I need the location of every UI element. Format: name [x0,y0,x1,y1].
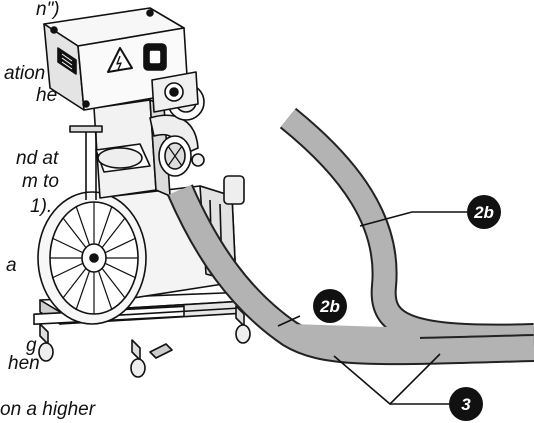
text-fragment: on a higher [0,399,96,420]
text-fragment: he [36,85,58,106]
switch-panel [151,71,199,113]
text-fragment: m to [22,171,59,192]
text-fragment: g [26,335,37,356]
callout-2b-lower: 2b [313,289,347,323]
pump-illustration [33,7,263,378]
text-fragment: 1). [30,196,53,217]
pump-head [37,191,147,325]
caster-wheels [38,305,251,378]
svg-text:2b: 2b [473,203,494,222]
text-fragment: a [6,255,17,276]
svg-text:3: 3 [461,395,471,414]
leader-lines [277,211,468,406]
callout-2b-upper: 2b [467,195,501,229]
text-fragment: n") [36,0,60,20]
text-fragment: nd at [16,148,59,169]
text-fragment: hen [8,353,40,374]
hoses [167,107,534,366]
svg-text:2b: 2b [319,297,340,316]
callout-3: 3 [449,387,483,421]
text-fragment: ation [4,63,46,84]
column [69,99,171,200]
